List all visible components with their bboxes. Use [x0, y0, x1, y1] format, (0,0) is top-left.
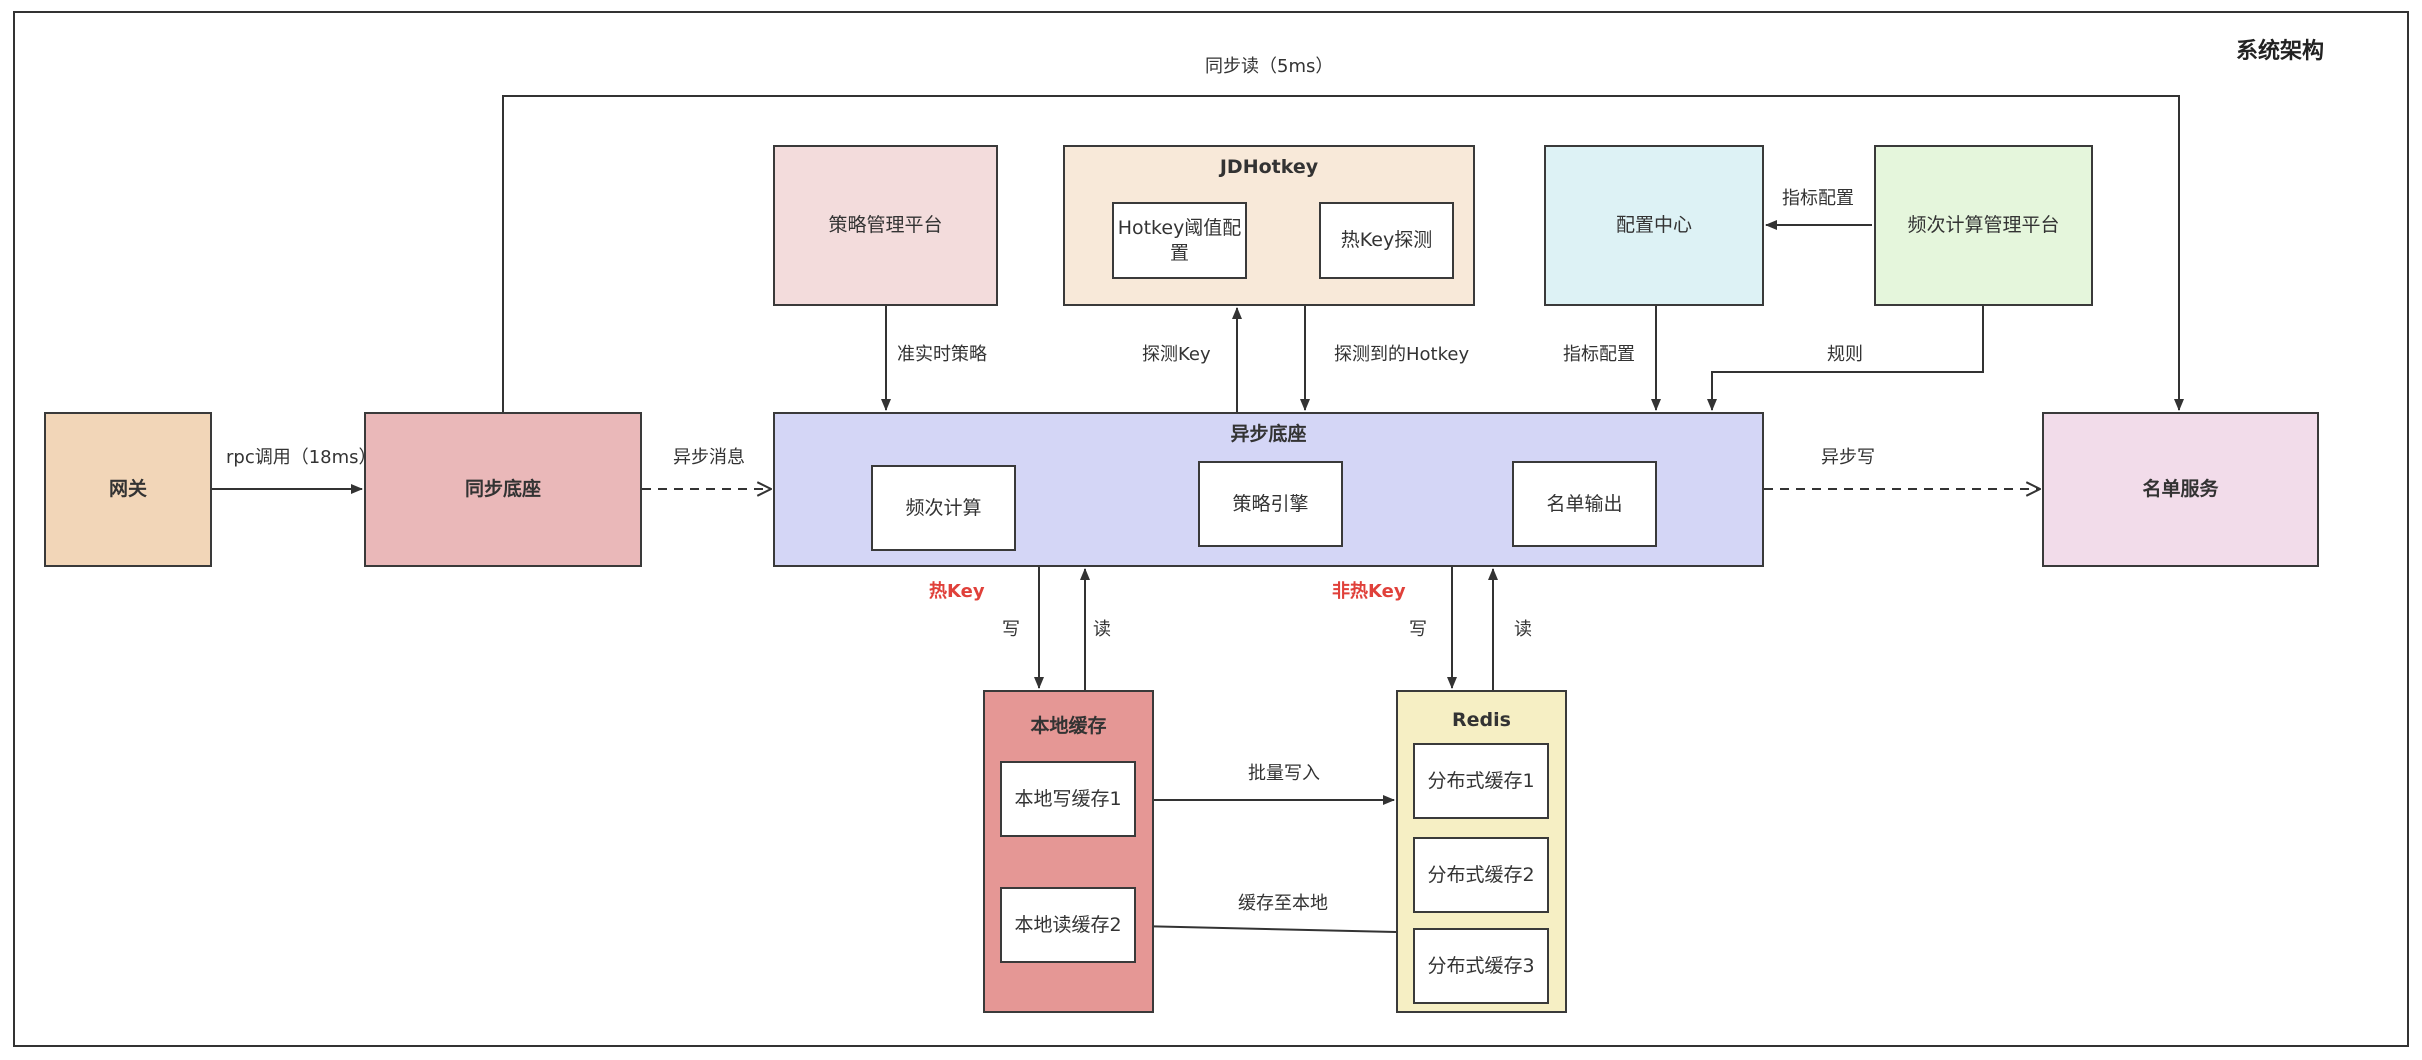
label-non-hot-key: 非热Key	[1332, 581, 1406, 602]
local-write-cache-box: 本地写缓存1	[1000, 761, 1136, 837]
label-metric-config-left: 指标配置	[1782, 188, 1854, 209]
local-read-cache-box: 本地读缓存2	[1000, 887, 1136, 963]
strategy-engine-box: 策略引擎	[1198, 461, 1343, 547]
edge-cache-to-local	[1136, 921, 1397, 933]
label-write-redis: 写	[1409, 619, 1427, 640]
dist-cache-1-box: 分布式缓存1	[1413, 743, 1549, 819]
label-write-local: 写	[1002, 619, 1020, 640]
label-hot-key: 热Key	[929, 581, 985, 602]
list-service-node: 名单服务	[2042, 412, 2319, 567]
sync-base-node: 同步底座	[364, 412, 642, 567]
label-rules: 规则	[1827, 344, 1863, 365]
strategy-platform-node: 策略管理平台	[773, 145, 998, 306]
freq-calc-box: 频次计算	[871, 465, 1016, 551]
dist-cache-2-box: 分布式缓存2	[1413, 837, 1549, 913]
outer-frame	[13, 11, 2409, 1047]
list-output-box: 名单输出	[1512, 461, 1657, 547]
jdhotkey-title: JDHotkey	[1219, 156, 1319, 178]
local-cache-title: 本地缓存	[1030, 715, 1107, 737]
config-center-node: 配置中心	[1544, 145, 1764, 306]
label-async-write: 异步写	[1821, 447, 1875, 468]
label-cache-to-local: 缓存至本地	[1238, 893, 1328, 914]
label-detected-hotkey: 探测到的Hotkey	[1334, 344, 1470, 365]
label-sync-read: 同步读（5ms）	[1205, 56, 1334, 77]
hotkey-detect-box: 热Key探测	[1319, 202, 1454, 279]
label-near-realtime: 准实时策略	[897, 344, 987, 365]
label-async-msg: 异步消息	[673, 447, 745, 468]
redis-title: Redis	[1452, 709, 1511, 731]
edge-sync-read	[502, 95, 2184, 412]
dist-cache-3-box: 分布式缓存3	[1413, 928, 1549, 1004]
async-base-title: 异步底座	[1230, 423, 1307, 445]
label-detect-key: 探测Key	[1142, 344, 1211, 365]
edge-rules	[1707, 306, 1984, 411]
label-read-redis: 读	[1514, 619, 1532, 640]
page-title: 系统架构	[2236, 39, 2325, 64]
label-batch-write: 批量写入	[1248, 763, 1320, 784]
freq-platform-node: 频次计算管理平台	[1874, 145, 2093, 306]
label-rpc-call: rpc调用（18ms）	[226, 447, 377, 468]
label-metric-config-down: 指标配置	[1563, 344, 1635, 365]
hotkey-threshold-box: Hotkey阈值配置	[1112, 202, 1247, 279]
local-cache-node: 本地缓存	[983, 690, 1154, 1013]
gateway-node: 网关	[44, 412, 212, 567]
label-read-local: 读	[1093, 619, 1111, 640]
